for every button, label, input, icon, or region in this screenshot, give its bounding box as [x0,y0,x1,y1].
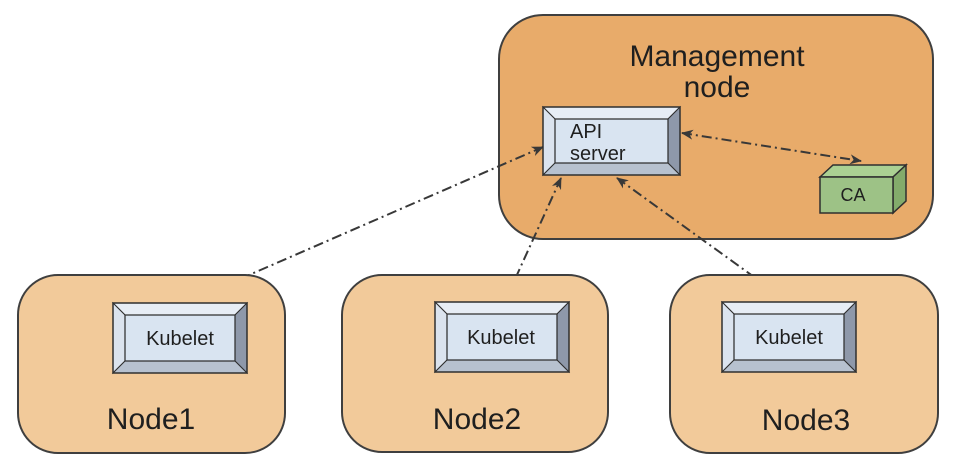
worker-node-3: Kubelet Node3 [669,274,939,454]
worker-node-2: Kubelet Node2 [341,274,609,453]
ca-label: CA [840,185,865,205]
kubelet1-face [124,314,236,362]
node3-label: Node3 [762,404,850,437]
kubelet2-bevel-bottom [433,359,571,373]
kubelet2-outline [434,301,570,373]
api-server-face [554,118,669,164]
edge-api-server-kubelet-node2 [505,177,562,300]
management-node-label-line1: Management [629,40,805,73]
api-server-bevel-top [541,106,682,120]
api-server-label-line1: API [570,121,602,143]
api-server-outline [542,106,681,176]
kubelet3-outline [721,301,857,373]
api-server-label-line2: server [570,143,626,165]
node2-label: Node2 [433,403,521,436]
ca-box-front-face [819,176,894,214]
node1-label: Node1 [107,403,195,436]
kubelet3-bevel-top [720,301,858,315]
api-server-box: API server [541,105,682,177]
kubelet2-face [446,313,558,361]
kubelet2-label: Kubelet [467,327,535,349]
kubelet1-bevel-top [111,302,249,316]
kubelet3-label: Kubelet [755,327,823,349]
kubelet1-label: Kubelet [146,328,214,350]
kubelet3-face [733,313,845,361]
ca-box: CA [818,163,908,215]
kubelet1-bevel-bottom [111,360,249,374]
worker-node-1: Kubelet Node1 [17,274,286,454]
management-node-label-line2: node [684,71,751,104]
kubelet3-bevel-bottom [720,359,858,373]
ca-box-top-face [818,164,908,178]
edge-api-server-kubelet-node3 [616,177,787,301]
kubelet1-outline [112,302,248,374]
kubelet2-bevel-top [433,301,571,315]
